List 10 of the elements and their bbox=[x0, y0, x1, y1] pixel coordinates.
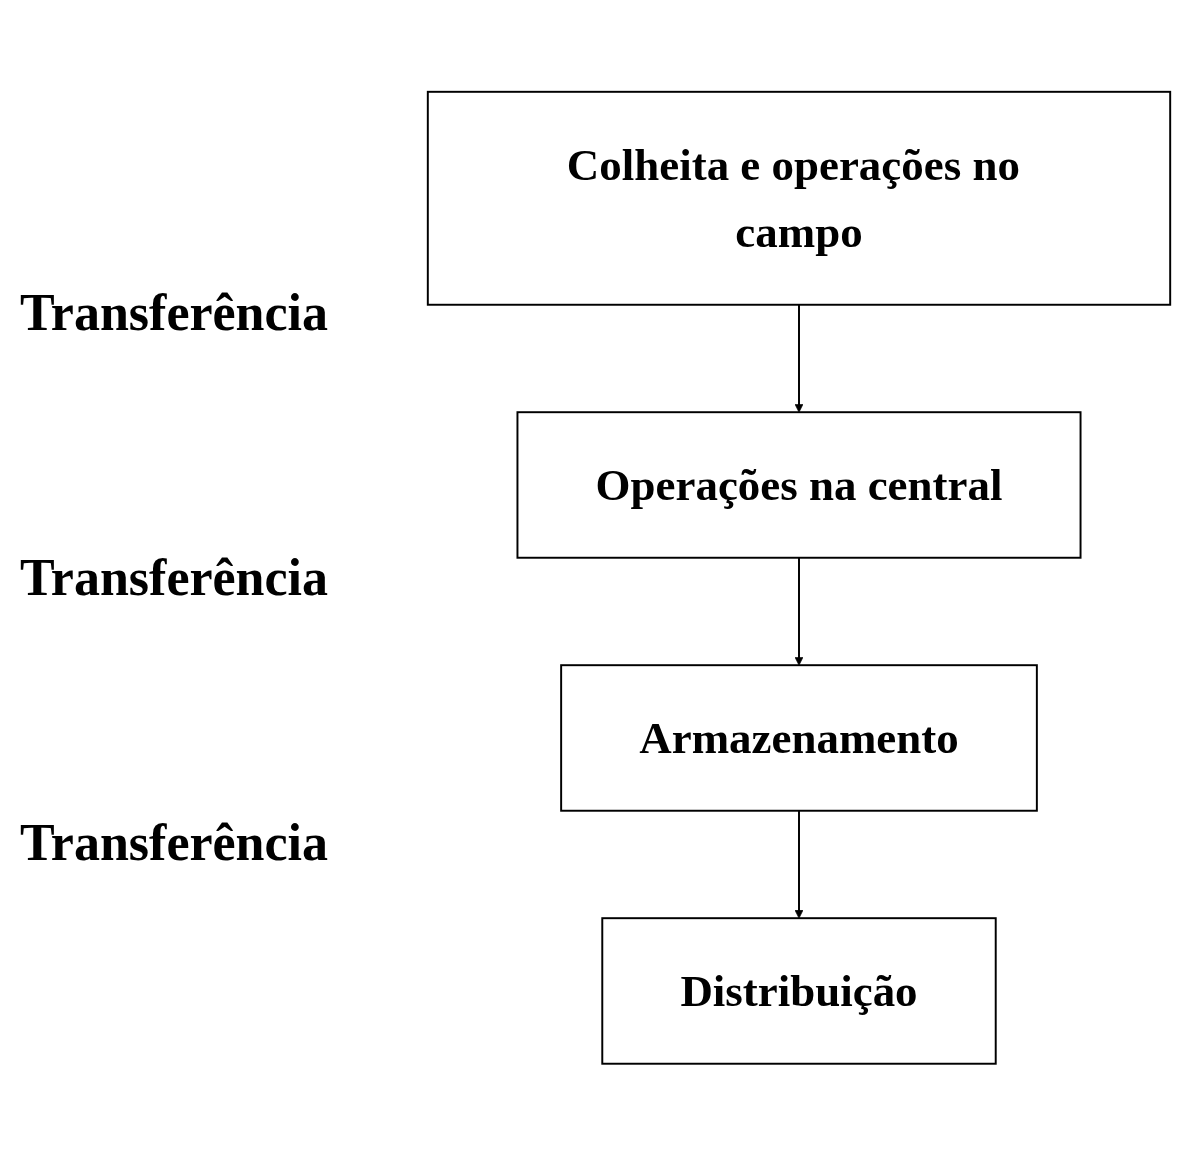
node-box: Distribuição bbox=[601, 916, 997, 1065]
arrow bbox=[794, 556, 804, 666]
node-box: Armazenamento bbox=[560, 663, 1038, 812]
transfer-label: Transferência bbox=[20, 283, 330, 342]
arrow bbox=[794, 809, 804, 919]
node-box: Operações na central bbox=[516, 410, 1082, 559]
transfer-label: Transferência bbox=[20, 813, 330, 872]
transfer-label: Transferência bbox=[20, 548, 330, 607]
arrow bbox=[794, 303, 804, 413]
node-box: Colheita e operações no campo bbox=[426, 90, 1172, 306]
